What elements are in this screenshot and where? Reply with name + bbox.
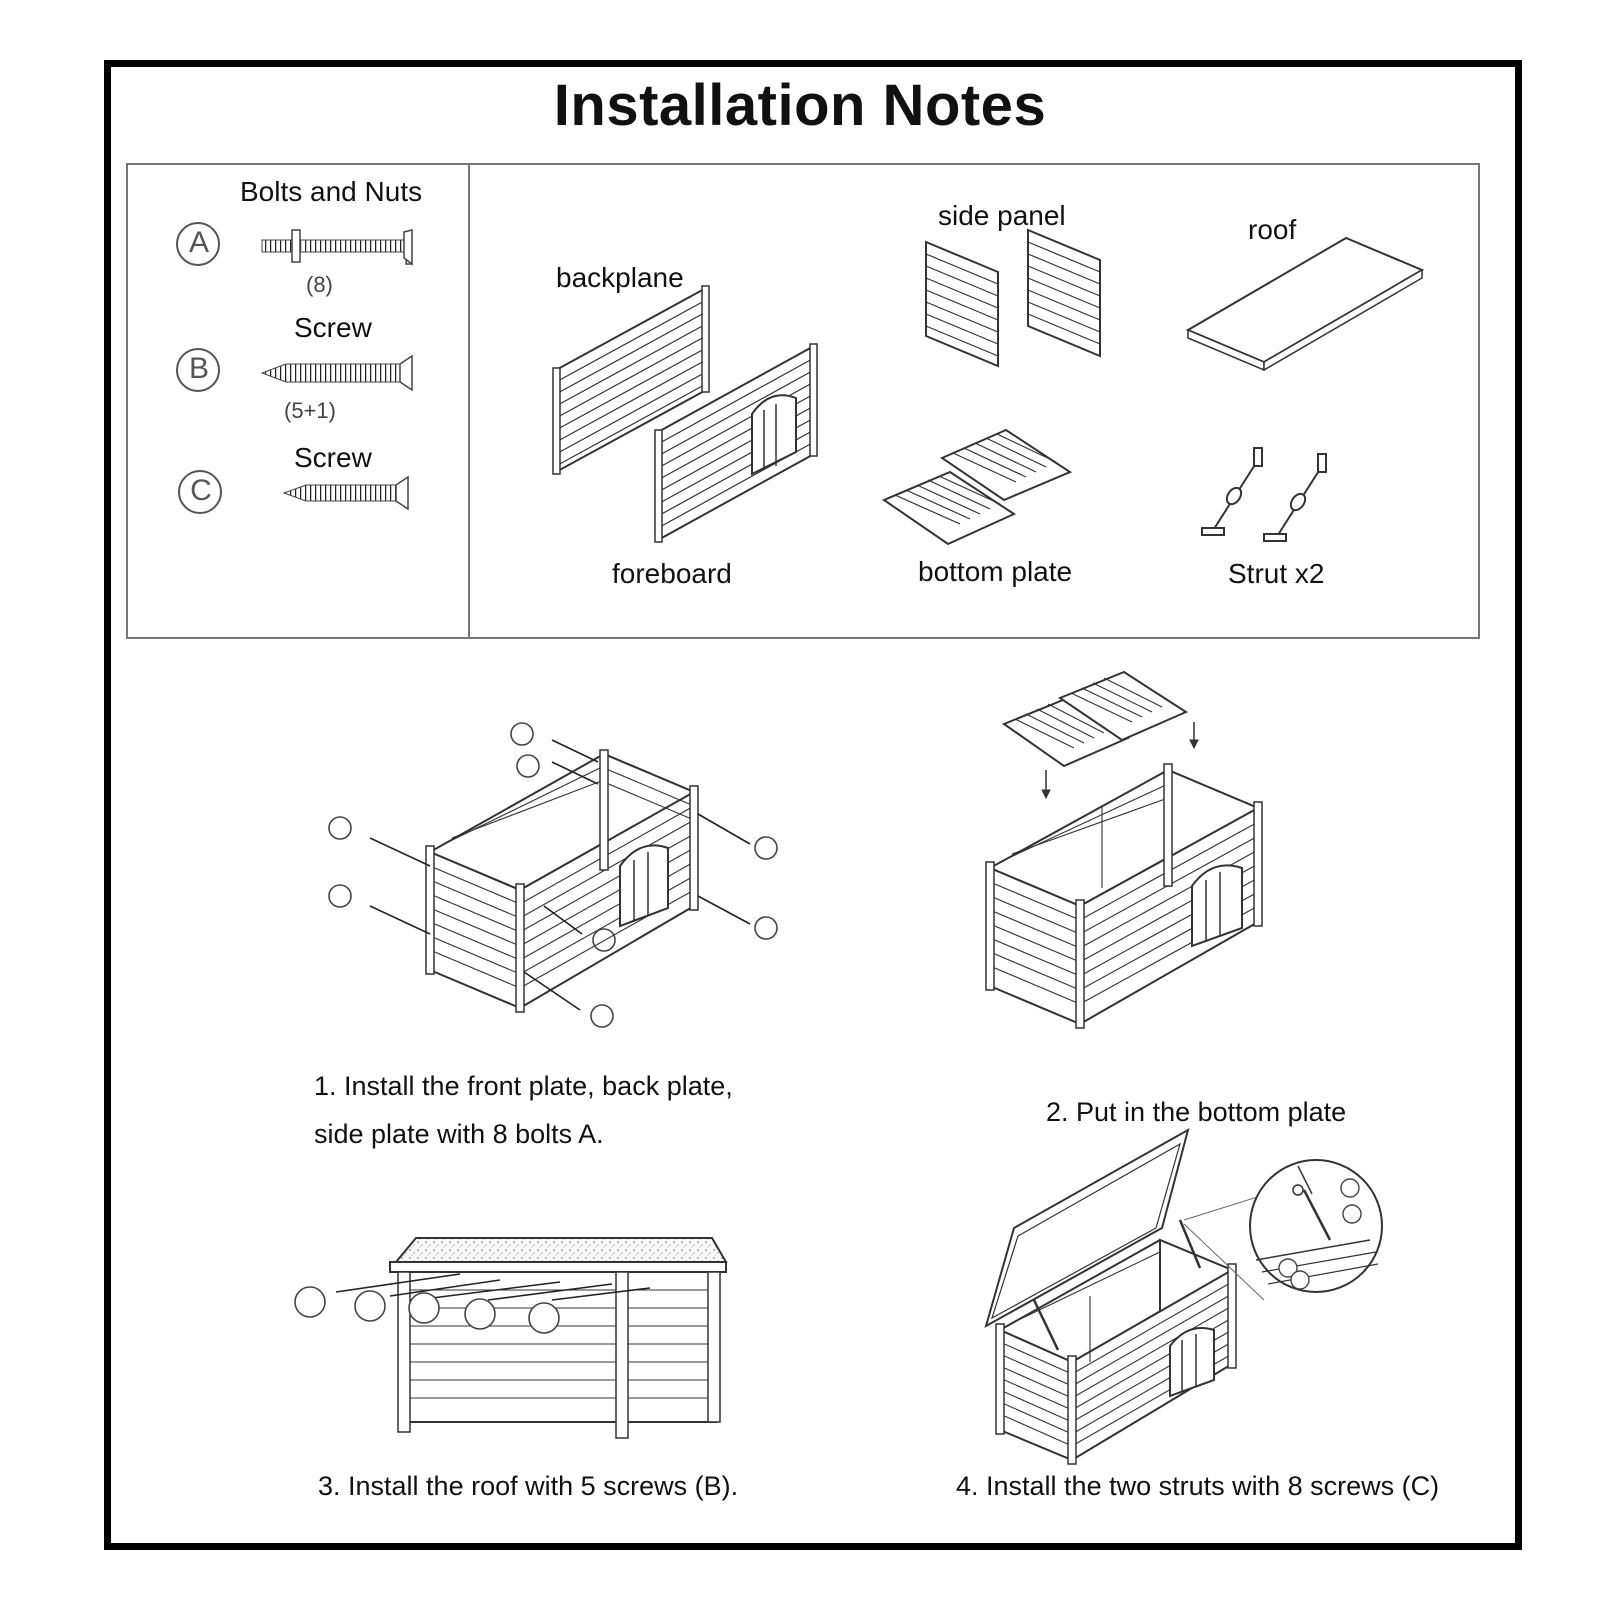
step1-text-line1: 1. Install the front plate, back plate, — [314, 1071, 733, 1101]
roof-icon — [1185, 236, 1425, 372]
step2-illustration — [985, 670, 1263, 1029]
screw-b-label: Screw — [294, 312, 372, 343]
strut-icon — [1201, 447, 1327, 542]
screw-c-letter: C — [190, 474, 212, 507]
screw-c-callouts — [1278, 1178, 1362, 1290]
screw-c-label: Screw — [294, 442, 372, 473]
side-panel-icon — [925, 228, 1101, 368]
bolt-a-letter: A — [188, 226, 209, 259]
backplane-icon — [552, 285, 710, 475]
step2-text: 2. Put in the bottom plate — [1046, 1097, 1347, 1127]
bolt-a-count: (8) — [306, 272, 333, 297]
backplane-label: backplane — [556, 262, 684, 293]
screw-b-letter: B — [188, 352, 209, 385]
step1-illustration — [328, 722, 778, 1028]
screw-b-count: (5+1) — [284, 398, 336, 423]
screw-c-icon — [178, 470, 409, 514]
parts-panel — [126, 163, 1480, 639]
side-panel-label: side panel — [938, 200, 1066, 231]
parts-divider — [468, 163, 470, 639]
bolt-a-callouts — [328, 722, 778, 1028]
step4-illustration — [984, 1127, 1383, 1465]
outer-frame — [104, 60, 1522, 1550]
step4-text: 4. Install the two struts with 8 screws … — [956, 1471, 1440, 1501]
bottom-plate-icon — [881, 428, 1073, 546]
foreboard-label: foreboard — [612, 558, 732, 589]
bottom-plate-label: bottom plate — [918, 556, 1073, 587]
screw-b-icon — [176, 348, 413, 392]
step1-text-line2: side plate with 8 bolts A. — [314, 1119, 604, 1149]
page-title: Installation Notes — [553, 73, 1047, 138]
step3-illustration — [294, 1237, 728, 1439]
foreboard-icon — [654, 343, 818, 543]
roof-label: roof — [1248, 214, 1297, 245]
screw-b-callouts — [294, 1286, 560, 1334]
bolt-a-icon — [176, 222, 413, 266]
step3-text: 3. Install the roof with 5 screws (B). — [318, 1471, 739, 1501]
strut-label: Strut x2 — [1228, 558, 1325, 589]
bolts-and-nuts-label: Bolts and Nuts — [240, 176, 423, 207]
